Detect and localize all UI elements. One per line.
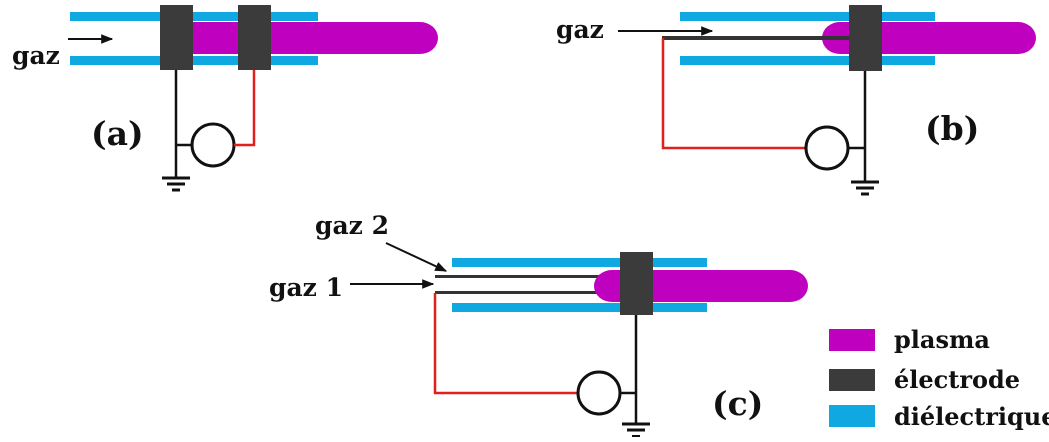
legend-label: électrode bbox=[894, 365, 1020, 394]
electrode-ring bbox=[620, 252, 653, 315]
panel-b: gaz (b) bbox=[556, 5, 1036, 196]
inner-electrode-wire bbox=[662, 36, 862, 40]
hv-wire bbox=[433, 293, 578, 395]
gas-label: gaz bbox=[12, 41, 60, 70]
plasma-plume bbox=[187, 22, 438, 54]
dielectric-tube-top bbox=[680, 12, 935, 21]
electrode-powered bbox=[238, 5, 271, 70]
hv-wire bbox=[661, 38, 806, 150]
panel-c: gaz 2 gaz 1 (c) bbox=[269, 211, 808, 437]
panel-a: gaz (a) bbox=[12, 5, 438, 192]
dielectric-tube-bottom bbox=[452, 303, 707, 312]
dielectric-tube-bottom bbox=[70, 56, 318, 65]
voltage-source-icon bbox=[804, 125, 850, 171]
dielectric-tube-bottom bbox=[680, 56, 935, 65]
dielectric-tube-top bbox=[452, 258, 707, 267]
panel-tag: (a) bbox=[91, 114, 144, 153]
hv-wire bbox=[234, 70, 256, 147]
gas2-label: gaz 2 bbox=[315, 211, 389, 240]
electrode-ring bbox=[849, 5, 882, 71]
gas-label: gaz bbox=[556, 15, 604, 44]
panel-tag: (b) bbox=[925, 109, 979, 148]
gas1-label: gaz 1 bbox=[269, 273, 343, 302]
voltage-source-icon bbox=[190, 122, 236, 168]
legend-item-electrode: électrode bbox=[829, 365, 1020, 394]
ground-symbol-icon bbox=[162, 176, 190, 192]
legend-item-plasma: plasma bbox=[829, 325, 990, 354]
plasma-swatch-icon bbox=[829, 329, 875, 351]
legend-label: diélectrique bbox=[894, 402, 1049, 431]
electrode-swatch-icon bbox=[829, 369, 875, 391]
dielectric-tube-top bbox=[70, 12, 318, 21]
ground-symbol-icon bbox=[851, 180, 879, 196]
panel-tag: (c) bbox=[712, 384, 763, 423]
legend: plasma électrode diélectrique bbox=[829, 325, 1049, 431]
gas2-inlet-arrow bbox=[385, 242, 448, 272]
inner-tube-upper bbox=[435, 275, 630, 278]
inner-tube-lower bbox=[435, 291, 630, 294]
ground-symbol-icon bbox=[622, 422, 650, 437]
dielectric-swatch-icon bbox=[829, 405, 875, 427]
legend-label: plasma bbox=[894, 325, 990, 354]
legend-item-dielectric: diélectrique bbox=[829, 402, 1049, 431]
voltage-source-icon bbox=[576, 370, 622, 416]
electrode-ground bbox=[160, 5, 193, 70]
